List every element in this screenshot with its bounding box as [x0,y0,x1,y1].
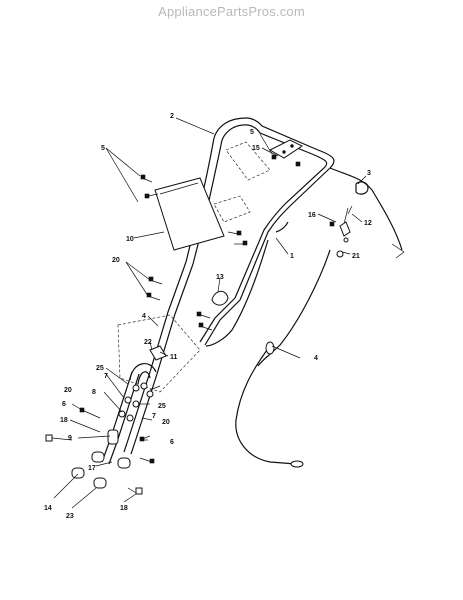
callout-16: 16 [308,212,316,219]
callouts: 2 3 5 15 5 16 12 10 1 21 20 13 4 4 22 11… [44,113,372,520]
callout-15: 15 [252,145,260,152]
knob-13 [211,291,229,306]
callout-7: 7 [104,373,108,380]
callout-14: 14 [44,505,52,512]
callout-25: 25 [158,403,166,410]
callout-11: 11 [170,354,178,361]
callout-12: 12 [364,220,372,227]
callout-1: 1 [290,253,294,260]
callout-6: 6 [170,439,174,446]
callout-18: 18 [60,417,68,424]
control-plate [154,177,225,251]
callout-25: 25 [96,365,104,372]
callout-6: 6 [62,401,66,408]
callout-4: 4 [314,355,318,362]
callout-4: 4 [142,313,146,320]
callout-22: 22 [144,339,152,346]
control-rod [205,239,269,347]
callout-18: 18 [120,505,128,512]
knob-11 [149,345,167,361]
dashed-outline-upper [225,141,271,181]
callout-21: 21 [352,253,360,260]
callout-3: 3 [367,170,371,177]
leader-lines [53,117,367,509]
callout-20: 20 [162,419,170,426]
callout-5: 5 [101,145,105,152]
callout-2: 2 [170,113,174,120]
callout-20: 20 [112,257,120,264]
fasteners [45,154,353,495]
callout-13: 13 [216,274,224,281]
callout-17: 17 [88,465,96,472]
callout-20: 20 [64,387,72,394]
spacers [71,429,131,489]
callout-8: 8 [92,389,96,396]
control-cable [235,167,405,468]
callout-23: 23 [66,513,74,520]
callout-10: 10 [126,236,134,243]
watermark: AppliancePartsPros.com [158,4,305,19]
callout-7: 7 [152,413,156,420]
callout-5: 5 [250,129,254,136]
cable-clip [275,221,289,233]
dashed-outline-mid [213,195,251,223]
callout-9: 9 [68,435,72,442]
